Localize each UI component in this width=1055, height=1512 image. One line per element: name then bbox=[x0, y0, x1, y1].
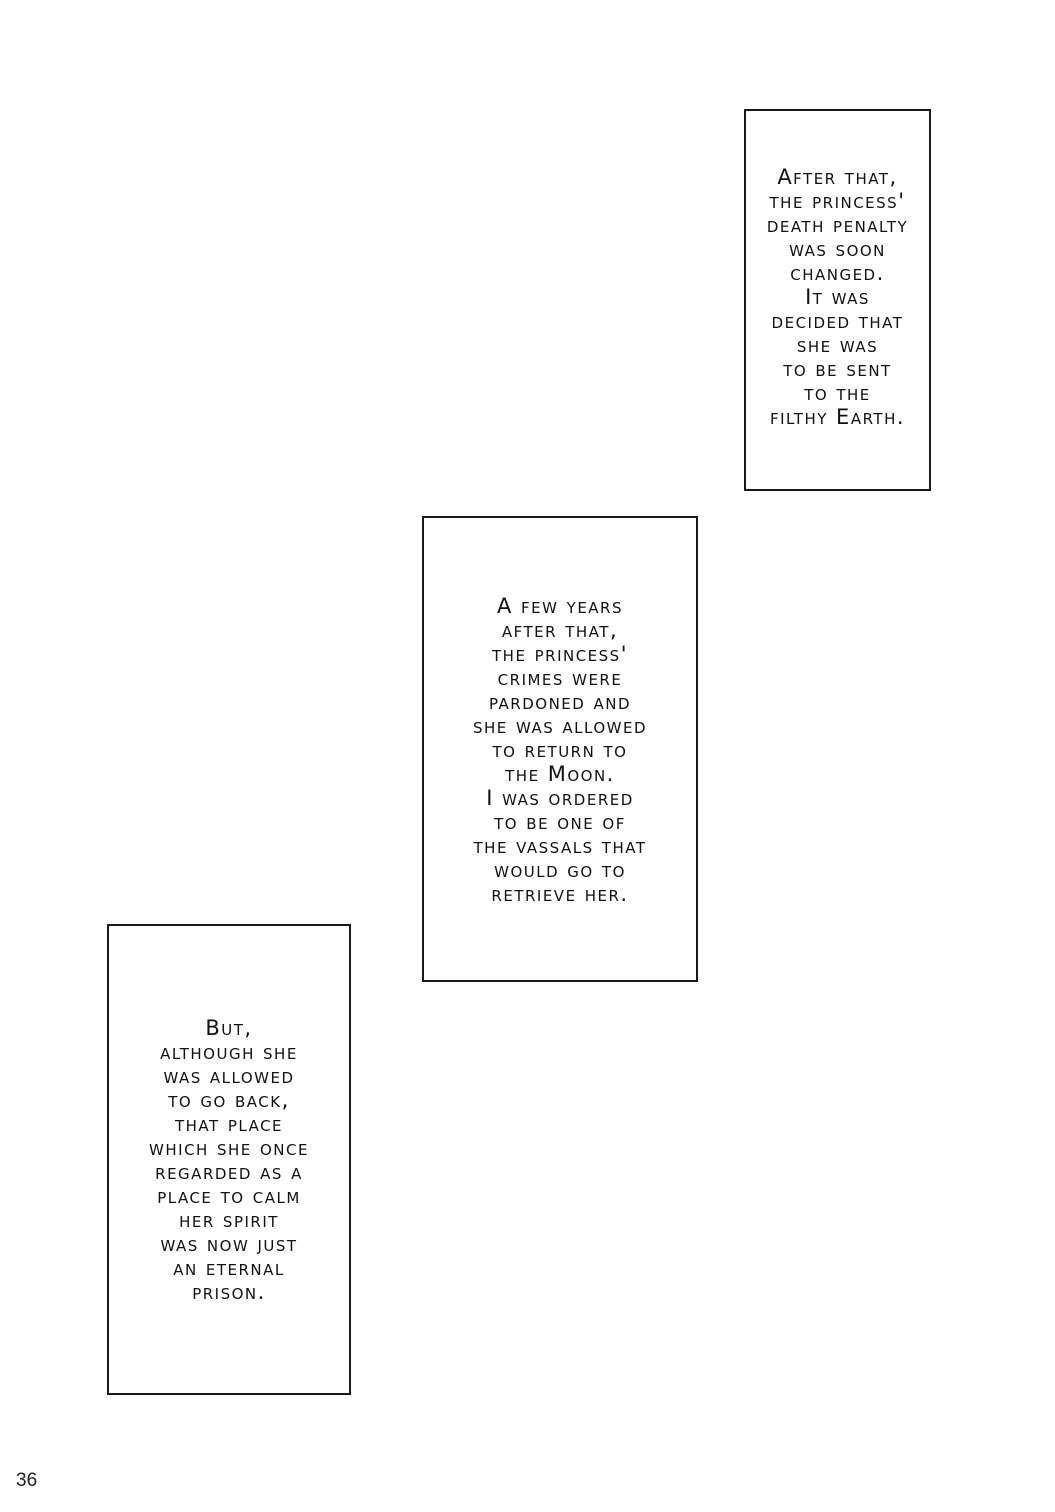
text-line: A few years bbox=[497, 594, 623, 618]
narration-panel-1: After that, the princess' death penalty … bbox=[744, 109, 931, 491]
text-line: changed. bbox=[790, 261, 885, 285]
text-line: that place bbox=[174, 1112, 284, 1136]
text-line: place to calm bbox=[157, 1184, 301, 1208]
text-line: But, bbox=[205, 1016, 253, 1040]
narration-text: But, although she was allowed to go back… bbox=[109, 1016, 349, 1304]
text-line: she was bbox=[796, 333, 879, 357]
text-line: to be sent bbox=[783, 357, 892, 381]
narration-text: A few years after that, the princess' cr… bbox=[424, 594, 696, 906]
text-line: to return to bbox=[492, 738, 628, 762]
text-line: the princess' bbox=[769, 189, 906, 213]
text-line: pardoned and bbox=[488, 690, 632, 714]
text-line: although she bbox=[160, 1040, 298, 1064]
text-line: retrieve her. bbox=[491, 882, 629, 906]
text-line: death penalty bbox=[766, 213, 909, 237]
text-line: to go back, bbox=[168, 1088, 290, 1112]
text-line: which she once bbox=[149, 1136, 309, 1160]
text-line: the princess' bbox=[492, 642, 628, 666]
text-line: an eternal bbox=[173, 1256, 285, 1280]
text-line: she was allowed bbox=[472, 714, 648, 738]
text-line: was soon bbox=[789, 237, 886, 261]
page-number: 36 bbox=[16, 1470, 38, 1491]
narration-text: After that, the princess' death penalty … bbox=[746, 165, 929, 429]
text-line: after that, bbox=[501, 618, 619, 642]
narration-panel-3: But, although she was allowed to go back… bbox=[107, 924, 351, 1395]
text-line: decided that bbox=[771, 309, 904, 333]
text-line: was allowed bbox=[163, 1064, 295, 1088]
text-line: the Moon. bbox=[505, 762, 615, 786]
text-line: filthy Earth. bbox=[769, 405, 906, 429]
text-line: to the bbox=[804, 381, 871, 405]
text-line: It was bbox=[805, 285, 870, 309]
narration-panel-2: A few years after that, the princess' cr… bbox=[422, 516, 698, 982]
text-line: crimes were bbox=[497, 666, 623, 690]
text-line: regarded as a bbox=[155, 1160, 303, 1184]
text-line: would go to bbox=[494, 858, 626, 882]
text-line: I was ordered bbox=[486, 786, 634, 810]
text-line: to be one of bbox=[494, 810, 626, 834]
text-line: was now just bbox=[160, 1232, 298, 1256]
text-line: prison. bbox=[192, 1280, 266, 1304]
text-line: her spirit bbox=[179, 1208, 279, 1232]
text-line: After that, bbox=[777, 165, 898, 189]
text-line: the vassals that bbox=[473, 834, 647, 858]
